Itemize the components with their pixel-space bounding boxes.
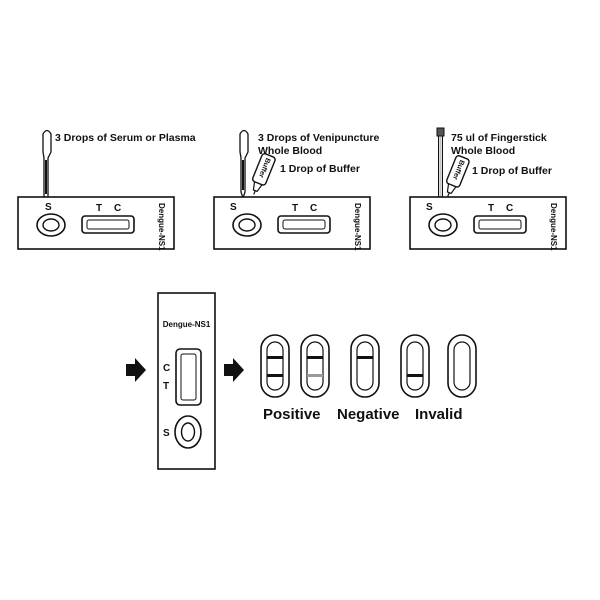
result-label-invalid: Invalid xyxy=(415,406,463,423)
result-strip-positive xyxy=(300,334,330,398)
strip-window xyxy=(406,341,424,391)
result-strip-invalid xyxy=(400,334,430,398)
test-line-label: T xyxy=(163,381,169,392)
panel-venipuncture: Buffer 3 Drops of Venipuncture Whole Blo… xyxy=(213,129,380,251)
panel-3-instruction: 75 ul of Fingerstick xyxy=(451,132,547,144)
control-line xyxy=(307,356,323,359)
control-line xyxy=(357,356,373,359)
panel-3-instruction-line2: Whole Blood xyxy=(451,145,515,157)
sample-well-label: S xyxy=(45,202,52,213)
test-line xyxy=(407,374,423,377)
control-line-label: C xyxy=(114,203,121,214)
arrow-right-icon xyxy=(126,358,146,382)
dropper-icon xyxy=(42,129,52,207)
cassette-brand: Dengue-NS1 xyxy=(163,320,211,329)
strip-window xyxy=(306,341,324,391)
panel-1-instruction: 3 Drops of Serum or Plasma xyxy=(55,132,196,144)
result-strip-negative xyxy=(350,334,380,398)
cassette-brand: Dengue-NS1 xyxy=(157,203,166,251)
cassette-vertical: Dengue-NS1 C T S xyxy=(157,292,216,470)
capillary-tube-icon xyxy=(436,127,445,201)
arrow-right-icon xyxy=(224,358,244,382)
result-label-negative: Negative xyxy=(337,406,400,423)
panel-3-buffer: 1 Drop of Buffer xyxy=(472,165,552,177)
result-strips xyxy=(260,334,477,398)
result-label-positive: Positive xyxy=(263,406,321,423)
test-line-label: T xyxy=(96,203,102,214)
control-line xyxy=(267,356,283,359)
sample-well-label: S xyxy=(426,202,433,213)
panel-2-instruction-line2: Whole Blood xyxy=(258,145,322,157)
result-strip-invalid xyxy=(447,334,477,398)
cassette-brand: Dengue-NS1 xyxy=(353,203,362,251)
sample-well-label: S xyxy=(230,202,237,213)
sample-well-label: S xyxy=(163,428,170,439)
panel-fingerstick: Buffer 75 ul of Fingerstick Whole Blood … xyxy=(409,127,567,251)
result-strip-positive xyxy=(260,334,290,398)
cassette-horizontal: S T C Dengue-NS1 xyxy=(409,196,567,251)
strip-window xyxy=(356,341,374,391)
control-line-label: C xyxy=(310,203,317,214)
cassette-horizontal: S T C Dengue-NS1 xyxy=(213,196,371,251)
cassette-brand: Dengue-NS1 xyxy=(549,203,558,251)
control-line-label: C xyxy=(506,203,513,214)
test-line xyxy=(267,374,283,377)
test-line-label: T xyxy=(488,203,494,214)
control-line-label: C xyxy=(163,363,170,374)
buffer-bottle-icon: Buffer xyxy=(251,153,276,195)
buffer-bottle-icon: Buffer xyxy=(445,155,470,197)
cassette-horizontal: S T C Dengue-NS1 xyxy=(17,196,175,251)
strip-window xyxy=(453,341,471,391)
dropper-icon xyxy=(239,129,249,201)
panel-2-buffer: 1 Drop of Buffer xyxy=(280,163,360,175)
test-line-label: T xyxy=(292,203,298,214)
test-line xyxy=(307,374,323,377)
panel-2-instruction: 3 Drops of Venipuncture xyxy=(258,132,380,144)
panel-serum-plasma: 3 Drops of Serum or Plasma S T C Dengue-… xyxy=(17,129,196,251)
strip-window xyxy=(266,341,284,391)
